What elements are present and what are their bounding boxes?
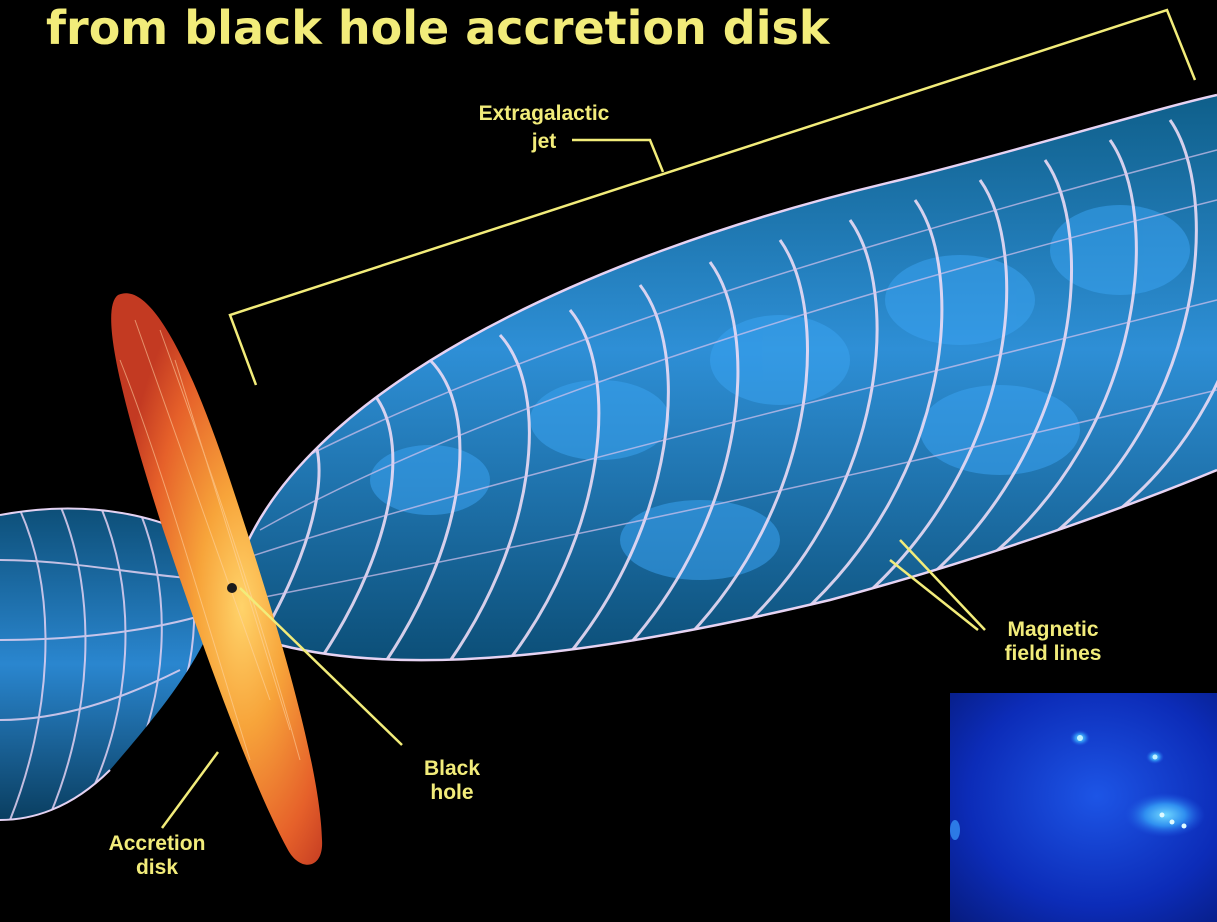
label-disk: disk: [136, 856, 178, 879]
label-magnetic: Magnetic: [1007, 618, 1098, 641]
label-jet: jet: [531, 130, 557, 153]
label-field-lines: field lines: [1005, 642, 1102, 665]
label-extragalactic: Extragalactic: [479, 102, 610, 125]
label-accretion: Accretion: [109, 832, 206, 855]
extragalactic-jet: [240, 95, 1217, 675]
inset-image: [950, 693, 1217, 922]
diagram-title: from black hole accretion disk: [46, 1, 831, 55]
label-hole: hole: [430, 781, 473, 804]
label-black: Black: [424, 757, 480, 780]
black-hole: [227, 583, 237, 593]
